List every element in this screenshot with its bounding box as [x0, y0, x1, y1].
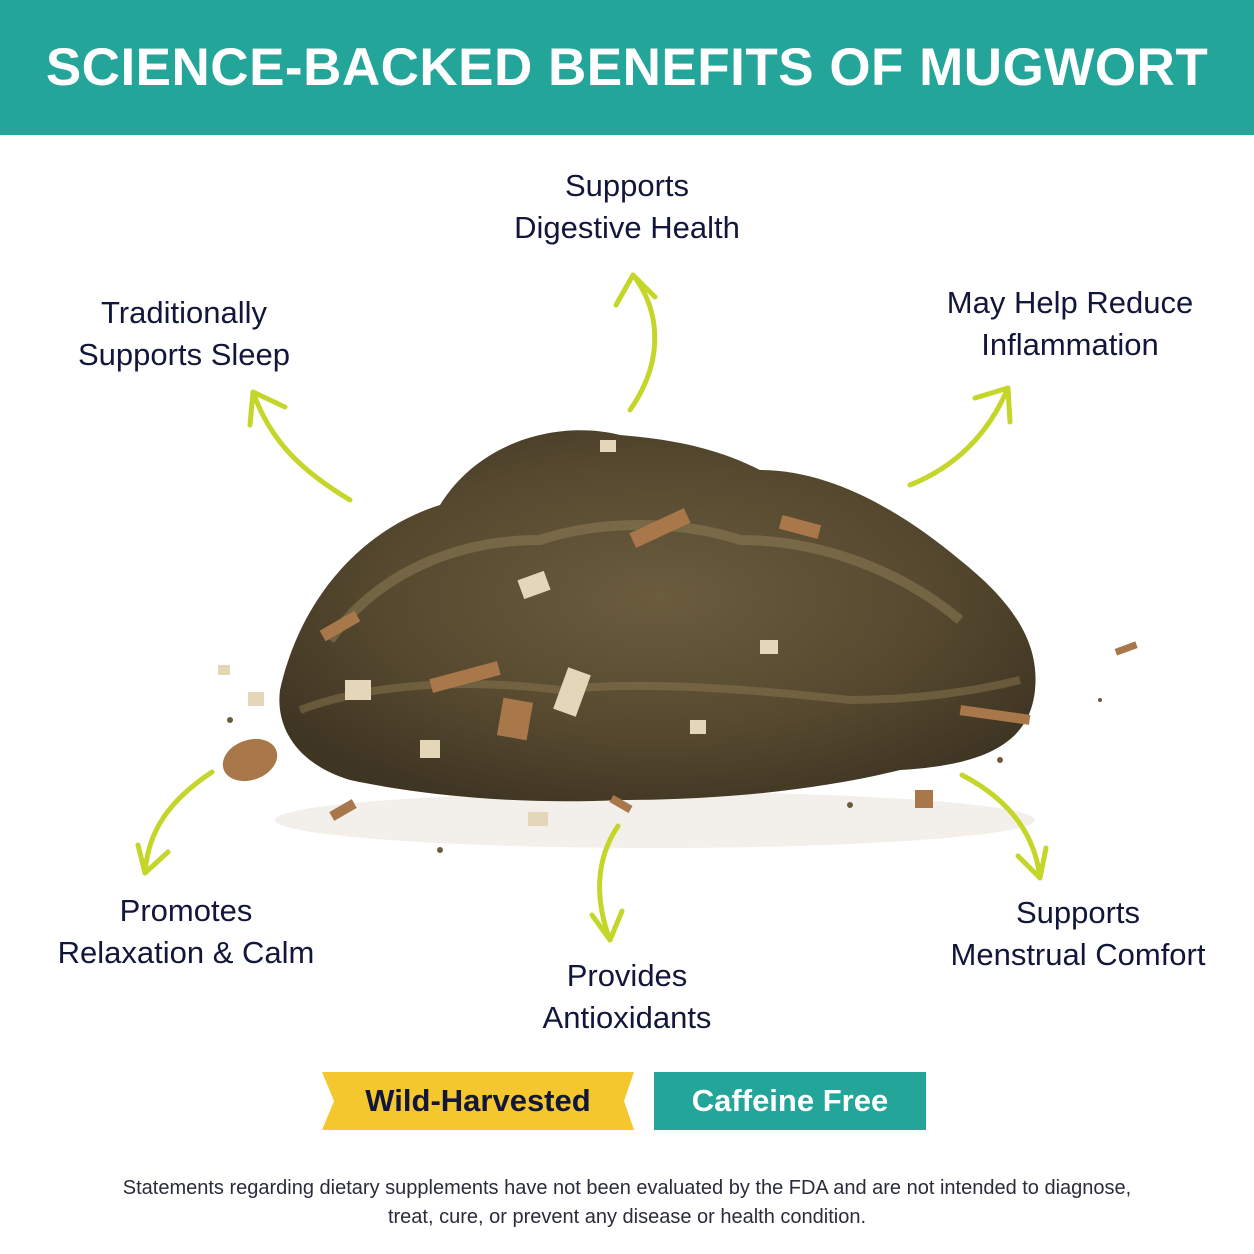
- benefit-line: Inflammation: [981, 327, 1159, 362]
- benefit-digestive-health: Supports Digestive Health: [427, 165, 827, 249]
- benefit-line: Digestive Health: [514, 210, 740, 245]
- benefit-menstrual-comfort: Supports Menstrual Comfort: [918, 892, 1238, 976]
- benefit-line: Promotes: [119, 893, 253, 928]
- benefit-line: May Help Reduce: [946, 285, 1194, 320]
- benefit-inflammation: May Help Reduce Inflammation: [900, 282, 1240, 366]
- benefit-relaxation: Promotes Relaxation & Calm: [26, 890, 346, 974]
- benefit-antioxidants: Provides Antioxidants: [452, 955, 802, 1039]
- badge-label: Wild-Harvested: [365, 1083, 591, 1118]
- badge-label: Caffeine Free: [691, 1083, 889, 1118]
- disclaimer-line: Statements regarding dietary supplements…: [122, 1177, 1132, 1199]
- benefit-line: Supports Sleep: [78, 337, 290, 372]
- benefit-sleep: Traditionally Supports Sleep: [24, 292, 344, 376]
- fda-disclaimer: Statements regarding dietary supplements…: [40, 1174, 1214, 1232]
- benefit-line: Relaxation & Calm: [57, 935, 315, 970]
- benefit-line: Provides: [566, 958, 688, 993]
- wild-harvested-badge: Wild-Harvested: [322, 1072, 634, 1130]
- benefit-line: Menstrual Comfort: [950, 937, 1206, 972]
- benefit-line: Supports: [1015, 895, 1141, 930]
- badge-ribbon-shape: [322, 1072, 634, 1130]
- caffeine-free-badge: Caffeine Free: [654, 1072, 926, 1130]
- benefit-line: Traditionally: [101, 295, 267, 330]
- benefit-line: Supports: [564, 168, 690, 203]
- disclaimer-line: treat, cure, or prevent any disease or h…: [387, 1206, 867, 1228]
- header-banner: SCIENCE-BACKED BENEFITS OF MUGWORT: [0, 0, 1254, 135]
- page-title: SCIENCE-BACKED BENEFITS OF MUGWORT: [45, 38, 1209, 97]
- benefit-line: Antioxidants: [542, 1000, 712, 1035]
